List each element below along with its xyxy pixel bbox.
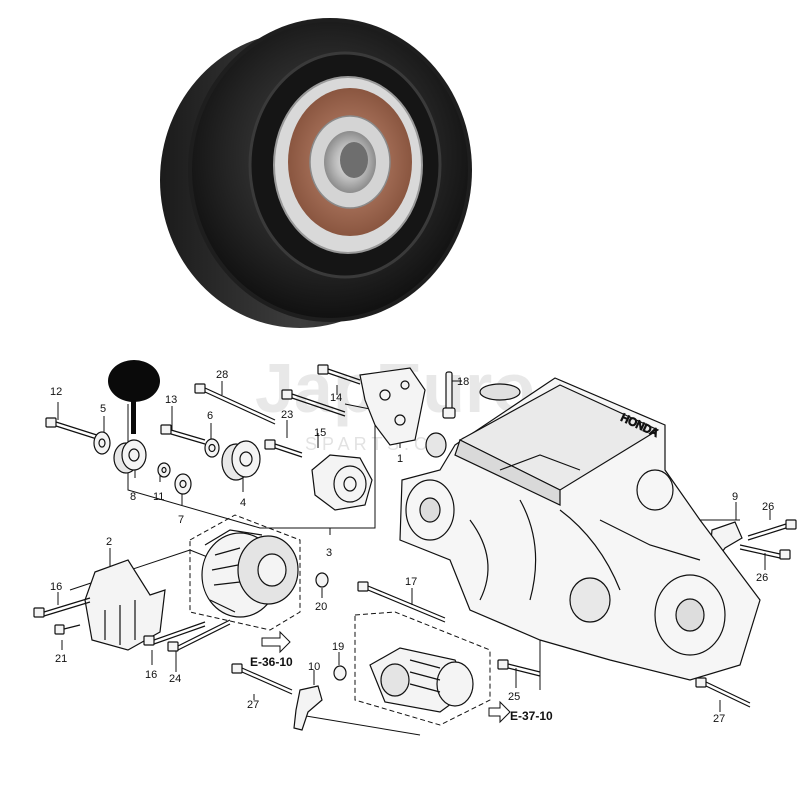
callout-8: 8 (130, 491, 136, 503)
nut-20 (315, 572, 329, 588)
callout-numbers: 1 2 3 4 5 6 7 8 9 10 11 12 13 14 15 16 1… (50, 369, 774, 725)
bolt-16-lower (143, 621, 206, 646)
bolt-23 (264, 439, 303, 458)
starter-group-box (354, 611, 491, 726)
callout-16a: 16 (50, 581, 62, 593)
nut-19 (333, 665, 347, 681)
bolt-28 (194, 383, 276, 425)
callout-6: 6 (207, 410, 213, 422)
callout-27a: 27 (247, 699, 259, 711)
bolt-26-upper (747, 519, 797, 541)
highlight-marker (108, 360, 160, 434)
sensor-18 (442, 371, 456, 419)
bolt-25 (497, 659, 541, 677)
idler-pulley-8 (113, 439, 147, 474)
callout-27b: 27 (713, 713, 725, 725)
callout-26a: 26 (762, 501, 774, 513)
washer-7 (174, 473, 192, 495)
reference-starter: E-37-10 (510, 709, 553, 723)
bolt-15 (281, 389, 346, 417)
bolt-26-lower (739, 544, 791, 560)
washer-5 (93, 431, 111, 455)
callout-10: 10 (308, 661, 320, 673)
bolt-12 (45, 417, 101, 441)
bolt-27-right (695, 677, 751, 708)
callout-2: 2 (106, 536, 112, 548)
callout-20: 20 (315, 601, 327, 613)
reference-arrows (261, 630, 511, 724)
callout-1: 1 (397, 453, 403, 465)
bolt-17 (357, 581, 446, 623)
callout-11: 11 (153, 491, 164, 503)
callout-19: 19 (332, 641, 344, 653)
bolt-16-upper (33, 597, 91, 618)
callout-5: 5 (100, 403, 106, 415)
callout-7: 7 (178, 514, 184, 526)
callout-12: 12 (50, 386, 62, 398)
bracket-1 (359, 367, 426, 446)
bolt-14 (317, 364, 361, 385)
starter-motor (369, 647, 474, 713)
callout-17: 17 (405, 576, 417, 588)
hardware-parts (33, 364, 797, 731)
callout-25: 25 (508, 691, 520, 703)
alternator-group-box (189, 514, 301, 631)
engine-assembly: HONDA (399, 377, 761, 681)
callout-4: 4 (240, 497, 246, 509)
idler-pulley-4 (221, 440, 261, 481)
callout-28: 28 (216, 369, 228, 381)
callout-3: 3 (326, 547, 332, 559)
callout-9: 9 (732, 491, 738, 503)
alternator (201, 529, 299, 618)
callout-18: 18 (457, 376, 469, 388)
alternator-bracket-2 (84, 559, 166, 651)
belt-tensioner-3 (311, 454, 373, 511)
bracket-10 (293, 685, 323, 731)
bolt-24 (167, 619, 231, 652)
idler-pulley-photo (160, 18, 472, 328)
callout-23: 23 (281, 409, 293, 421)
callout-24: 24 (169, 673, 181, 685)
reference-alternator: E-36-10 (250, 655, 293, 669)
callout-21: 21 (55, 653, 67, 665)
bolt-21 (54, 624, 81, 635)
bolt-27-left (231, 663, 293, 695)
callout-16b: 16 (145, 669, 157, 681)
bolt-13 (160, 424, 206, 445)
callout-15: 15 (314, 427, 326, 439)
callout-26b: 26 (756, 572, 768, 584)
washer-6 (204, 438, 220, 458)
callout-13: 13 (165, 394, 177, 406)
callout-14: 14 (330, 392, 342, 404)
nut-11 (157, 462, 171, 478)
